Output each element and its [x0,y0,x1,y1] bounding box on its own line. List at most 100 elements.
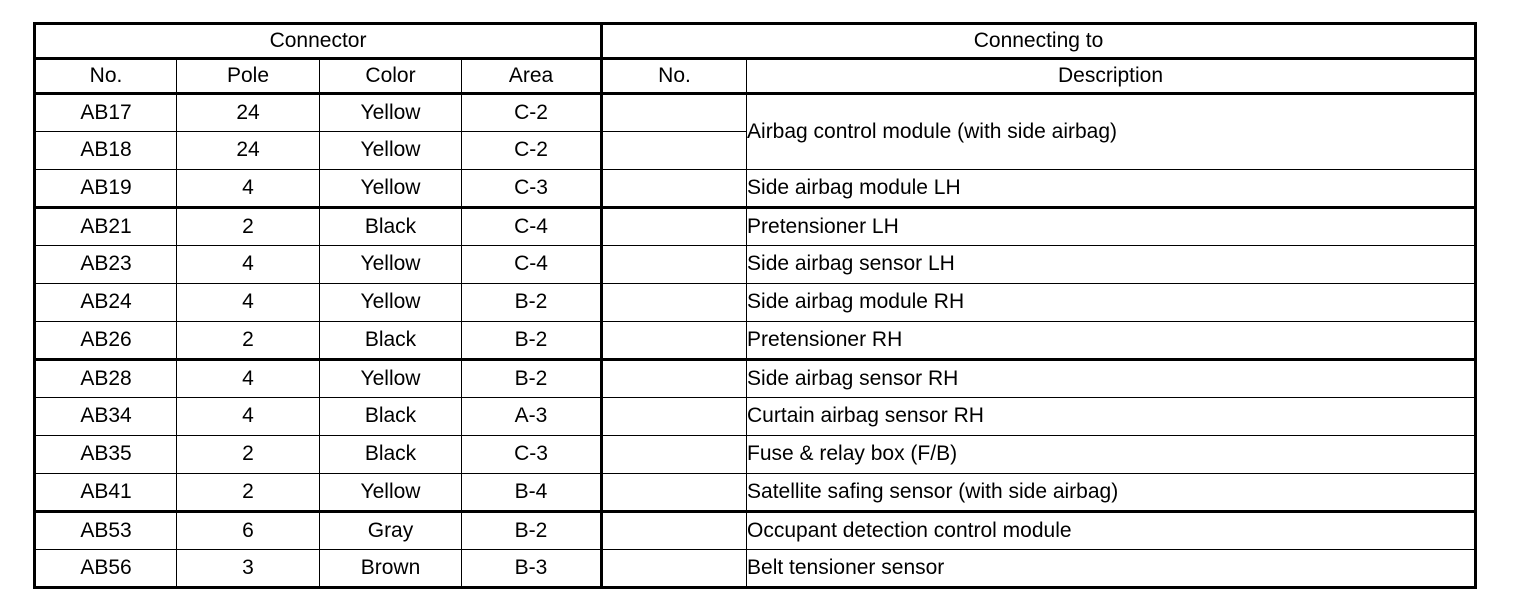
cell-connector-color: Gray [319,511,462,550]
cell-connector-color: Yellow [319,473,462,513]
cell-connecting-no [600,511,748,550]
connector-table: Connector Connecting to No. Pole Color A… [33,22,1478,589]
cell-connector-area: C-4 [460,245,603,284]
cell-connector-color: Brown [319,549,462,588]
group-header-connector: Connector [33,23,603,60]
cell-connector-no: AB35 [34,435,177,474]
cell-connecting-no [600,207,748,246]
cell-connecting-no [600,283,748,322]
cell-connector-area: B-2 [460,283,603,322]
cell-connector-color: Black [319,321,462,361]
cell-connector-area: B-4 [460,473,603,513]
cell-connector-color: Yellow [319,245,462,284]
cell-connector-area: B-3 [460,549,603,588]
cell-connector-no: AB53 [34,511,177,550]
cell-connector-color: Yellow [319,359,462,398]
cell-connector-area: C-4 [460,207,603,246]
cell-connector-pole: 2 [176,207,320,246]
cell-connector-color: Black [319,397,462,436]
cell-connector-area: B-2 [460,321,603,361]
column-header-row: No. Pole Color Area No. Description [34,58,1477,95]
cell-connecting-no [600,435,748,474]
cell-description: Pretensioner RH [746,321,1477,361]
cell-connector-pole: 2 [176,435,320,474]
cell-connecting-no [600,169,748,209]
cell-connector-color: Yellow [319,93,462,132]
column-header-pole: Pole [176,58,320,95]
column-header-description: Description [746,58,1477,95]
cell-connecting-no [600,359,748,398]
cell-connector-pole: 3 [176,549,320,588]
cell-connector-no: AB23 [34,245,177,284]
cell-description: Side airbag module RH [746,283,1477,322]
cell-description: Belt tensioner sensor [746,549,1477,588]
cell-connecting-no [600,549,748,588]
cell-connector-color: Yellow [319,131,462,170]
cell-connector-no: AB34 [34,397,177,436]
cell-connector-pole: 6 [176,511,320,550]
cell-connecting-no [600,131,748,170]
cell-connector-pole: 24 [176,93,320,132]
cell-connector-no: AB26 [34,321,177,361]
cell-description: Satellite safing sensor (with side airba… [746,473,1477,513]
cell-connector-pole: 4 [176,169,320,209]
cell-connector-no: AB18 [34,131,177,170]
cell-description: Airbag control module (with side airbag) [746,93,1477,170]
cell-connector-color: Yellow [319,283,462,322]
cell-connector-pole: 2 [176,473,320,513]
cell-connector-pole: 4 [176,397,320,436]
cell-connector-no: AB56 [34,549,177,588]
cell-connecting-no [600,321,748,361]
column-header-area: Area [460,58,603,95]
cell-connector-area: C-3 [460,169,603,209]
cell-description: Curtain airbag sensor RH [746,397,1477,436]
cell-connector-area: C-3 [460,435,603,474]
cell-connector-color: Black [319,435,462,474]
cell-connecting-no [600,397,748,436]
cell-connector-color: Black [319,207,462,246]
column-header-connecting-no: No. [600,58,748,95]
cell-connector-pole: 2 [176,321,320,361]
group-header-row: Connector Connecting to [33,23,1477,60]
cell-description: Side airbag module LH [746,169,1477,209]
cell-connector-no: AB21 [34,207,177,246]
cell-connector-no: AB41 [34,473,177,513]
cell-connector-area: B-2 [460,511,603,550]
cell-connector-area: A-3 [460,397,603,436]
cell-connector-pole: 4 [176,359,320,398]
cell-description: Fuse & relay box (F/B) [746,435,1477,474]
cell-description: Pretensioner LH [746,207,1477,246]
cell-connecting-no [600,93,748,132]
cell-connecting-no [600,245,748,284]
connector-table-container: Connector Connecting to No. Pole Color A… [33,22,1478,589]
cell-connector-no: AB24 [34,283,177,322]
cell-connector-no: AB17 [34,93,177,132]
table-head: Connector Connecting to No. Pole Color A… [33,23,1477,95]
column-header-color: Color [319,58,462,95]
cell-connector-area: B-2 [460,359,603,398]
column-header-no: No. [34,58,177,95]
cell-connector-pole: 24 [176,131,320,170]
cell-connector-pole: 4 [176,245,320,284]
cell-connector-pole: 4 [176,283,320,322]
group-header-connecting-to: Connecting to [600,23,1477,60]
cell-description: Occupant detection control module [746,511,1477,550]
cell-connector-no: AB19 [34,169,177,209]
cell-description: Side airbag sensor RH [746,359,1477,398]
cell-connector-area: C-2 [460,131,603,170]
